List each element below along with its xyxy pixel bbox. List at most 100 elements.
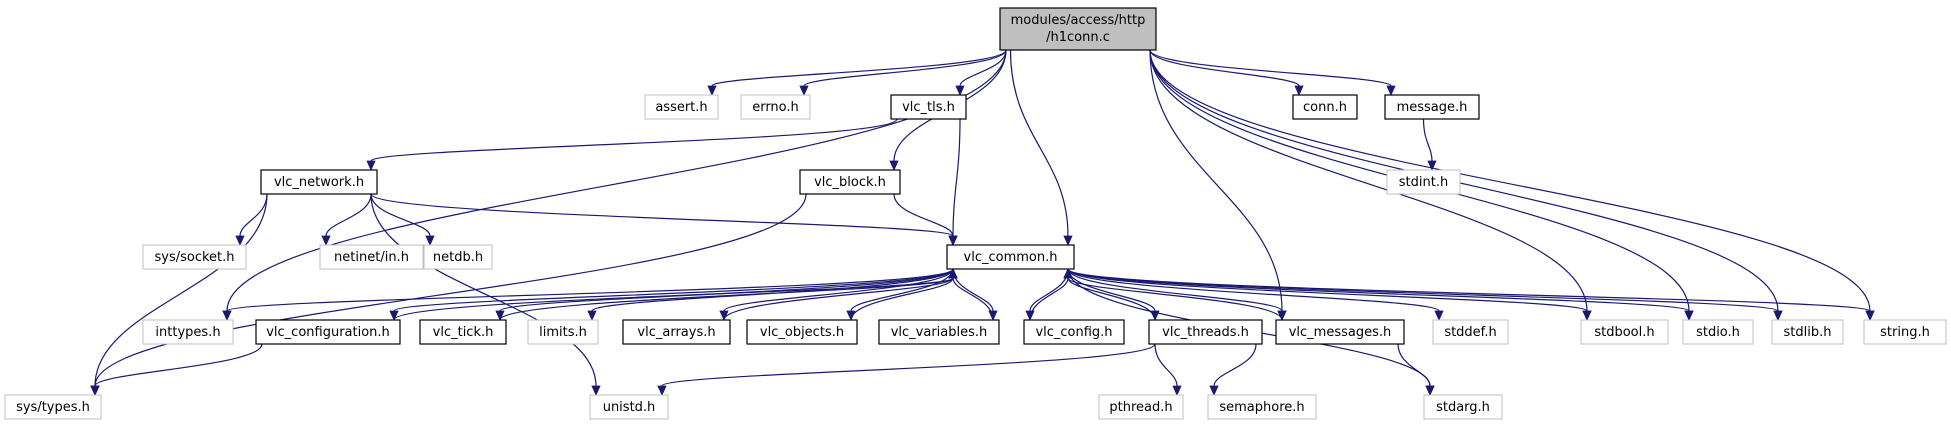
- node-box: [142, 319, 234, 345]
- edge-arrowhead: [1150, 310, 1160, 321]
- edge-arrowhead: [955, 85, 965, 96]
- edge-vlc-common-to-inttypes: [226, 268, 954, 312]
- node-vlc-variables[interactable]: vlc_variables.h: [878, 319, 1000, 345]
- node-vlc-tls[interactable]: vlc_tls.h: [890, 94, 967, 120]
- edge-arrowhead: [495, 310, 505, 321]
- edge-arrowhead: [1684, 310, 1694, 321]
- node-conn[interactable]: conn.h: [1292, 94, 1358, 120]
- node-stdarg[interactable]: stdarg.h: [1423, 394, 1503, 420]
- edge-root-to-vlc-common: [1009, 49, 1069, 237]
- node-semaphore[interactable]: semaphore.h: [1207, 394, 1317, 420]
- node-pthread[interactable]: pthread.h: [1098, 394, 1184, 420]
- edge-arrowhead: [222, 310, 232, 321]
- edge-root-to-conn: [1149, 49, 1300, 87]
- node-box: [946, 244, 1075, 270]
- node-unistd[interactable]: unistd.h: [589, 394, 669, 420]
- node-root-file[interactable]: modules/access/http /h1conn.c: [999, 7, 1157, 51]
- node-box: [589, 394, 669, 420]
- node-vlc-config[interactable]: vlc_config.h: [1023, 319, 1125, 345]
- node-label: unistd.h: [603, 400, 656, 415]
- edge-arrowhead: [707, 85, 717, 96]
- root-label-line-1: modules/access/http: [1011, 13, 1146, 28]
- node-vlc-threads[interactable]: vlc_threads.h: [1148, 319, 1263, 345]
- edge-vlc-network-to-netinet: [325, 193, 372, 237]
- edge-root-to-message: [1149, 49, 1392, 87]
- edge-arrowhead: [389, 310, 399, 321]
- node-label: limits.h: [539, 325, 587, 340]
- node-box: [622, 319, 731, 345]
- edge-arrowhead: [1434, 310, 1444, 321]
- node-string[interactable]: string.h: [1863, 319, 1947, 345]
- node-box: [799, 169, 901, 195]
- edge-arrowhead: [948, 235, 958, 246]
- root-label-line-2: /h1conn.c: [1046, 30, 1110, 45]
- edge-vlc-block-to-systypes: [94, 193, 807, 387]
- edge-arrowhead: [425, 235, 435, 246]
- nodes-layer: modules/access/http /h1conn.c assert.h er…: [4, 7, 1947, 420]
- node-box: [423, 244, 493, 270]
- edge-vlc-network-to-unistd: [370, 193, 597, 387]
- node-stddef[interactable]: stddef.h: [1432, 319, 1509, 345]
- edge-vlc-common-to-vlc-config: [1029, 268, 1069, 312]
- node-label: vlc_variables.h: [891, 325, 988, 340]
- node-syssocket[interactable]: sys/socket.h: [142, 244, 247, 270]
- edge-root-to-stdbool: [1149, 49, 1588, 312]
- edge-root-to-stdlib: [1149, 49, 1779, 312]
- edge-vlc-common-to-stdio: [1067, 268, 1690, 312]
- edge-arrowhead: [1773, 310, 1783, 321]
- edge-vlc-common-to-vlc-tick: [499, 268, 954, 312]
- node-inttypes[interactable]: inttypes.h: [142, 319, 234, 345]
- node-vlc-common[interactable]: vlc_common.h: [946, 244, 1075, 270]
- node-box: [1292, 94, 1358, 120]
- node-label: conn.h: [1303, 100, 1347, 115]
- node-box: [419, 319, 507, 345]
- edge-arrowhead: [1172, 385, 1182, 396]
- edge-root-to-assert: [711, 49, 1007, 87]
- edge-vlc-threads-to-pthread: [1154, 343, 1178, 387]
- edge-root-to-errno: [803, 49, 1007, 87]
- edge-arrowhead: [1427, 160, 1437, 171]
- edge-vlc-network-to-syssocket: [239, 193, 268, 237]
- edge-arrowhead: [846, 310, 856, 321]
- edge-vlc-common-to-string: [1067, 268, 1871, 312]
- node-stdbool[interactable]: stdbool.h: [1580, 319, 1669, 345]
- node-stdlib[interactable]: stdlib.h: [1771, 319, 1844, 345]
- node-vlc-network[interactable]: vlc_network.h: [260, 169, 378, 195]
- node-vlc-messages[interactable]: vlc_messages.h: [1275, 319, 1405, 345]
- node-box: [1580, 319, 1669, 345]
- node-netinet[interactable]: netinet/in.h: [319, 244, 424, 270]
- node-vlc-tick[interactable]: vlc_tick.h: [419, 319, 507, 345]
- node-vlc-arrays[interactable]: vlc_arrays.h: [622, 319, 731, 345]
- node-systypes[interactable]: sys/types.h: [4, 394, 102, 420]
- node-stdint[interactable]: stdint.h: [1386, 169, 1461, 195]
- node-errno[interactable]: errno.h: [740, 94, 811, 120]
- node-box: [644, 94, 719, 120]
- edges-layer: [90, 49, 1875, 396]
- node-box: [260, 169, 378, 195]
- node-label: assert.h: [655, 100, 707, 115]
- edge-vlc-objects-to-vlc-common: [850, 277, 954, 321]
- edge-arrowhead: [948, 268, 958, 279]
- node-label: vlc_tls.h: [902, 100, 955, 115]
- node-limits[interactable]: limits.h: [527, 319, 599, 345]
- node-box: [1432, 319, 1509, 345]
- node-box: [1023, 319, 1125, 345]
- node-vlc-configuration[interactable]: vlc_configuration.h: [255, 319, 401, 345]
- node-vlc-objects[interactable]: vlc_objects.h: [746, 319, 858, 345]
- edge-root-to-vlc-tls: [959, 49, 1007, 87]
- node-box: [878, 319, 1000, 345]
- node-label: vlc_threads.h: [1162, 325, 1249, 340]
- node-stdio[interactable]: stdio.h: [1682, 319, 1754, 345]
- node-box: [746, 319, 858, 345]
- edge-vlc-configuration-to-systypes: [94, 343, 263, 387]
- node-vlc-block[interactable]: vlc_block.h: [799, 169, 901, 195]
- node-label: vlc_configuration.h: [266, 325, 390, 340]
- edge-arrowhead: [366, 160, 376, 171]
- edge-arrowhead: [321, 235, 331, 246]
- node-box: [319, 244, 424, 270]
- node-assert[interactable]: assert.h: [644, 94, 719, 120]
- node-label: vlc_config.h: [1035, 325, 1112, 340]
- node-message[interactable]: message.h: [1384, 94, 1480, 120]
- node-netdb[interactable]: netdb.h: [423, 244, 493, 270]
